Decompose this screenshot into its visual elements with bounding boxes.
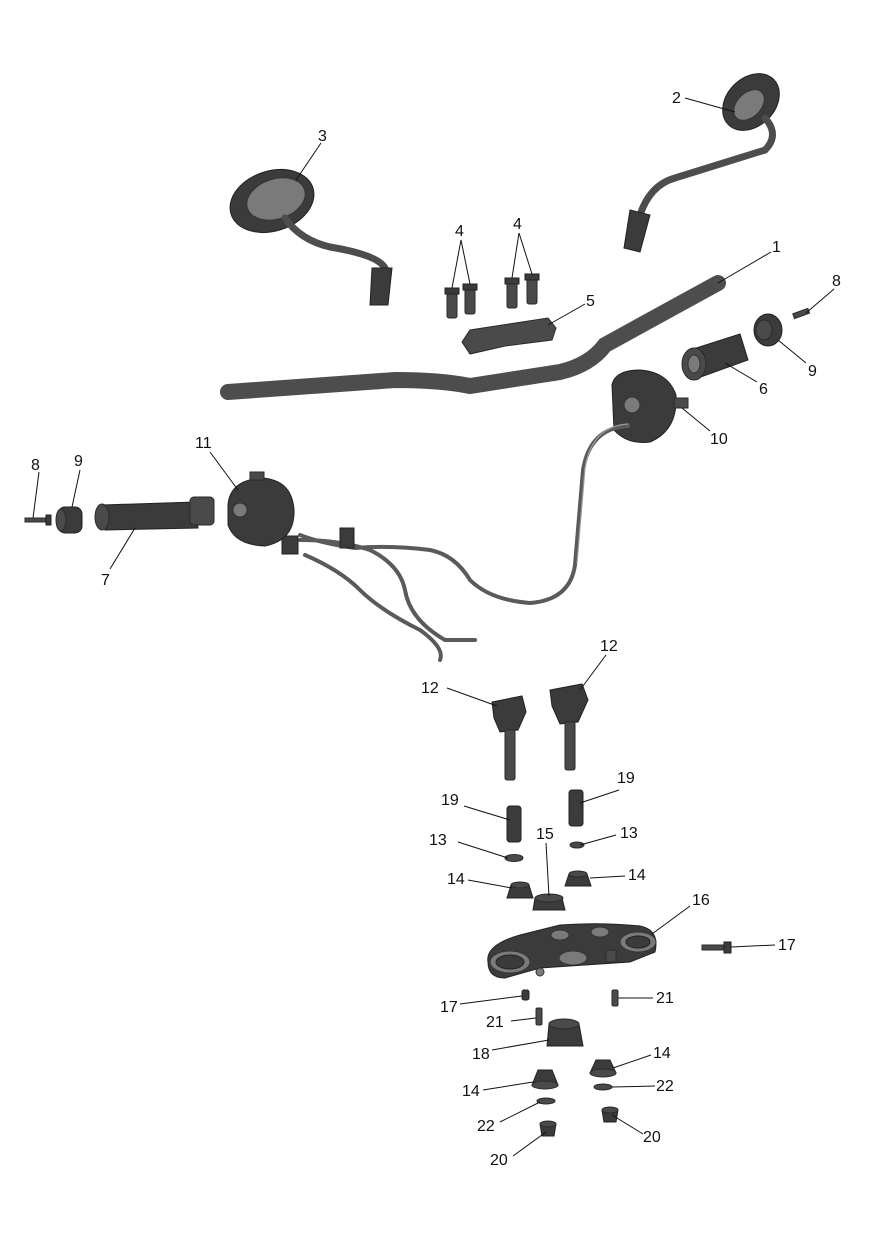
part-lower-nuts <box>539 1106 619 1137</box>
part-left-mirror <box>229 169 393 306</box>
part-handlebar-risers <box>491 683 589 781</box>
part-washers <box>504 841 585 862</box>
callout-11: 11 <box>195 435 212 452</box>
part-right-mirror <box>623 73 780 253</box>
callout-18: 18 <box>472 1046 490 1063</box>
callout-19a: 19 <box>441 792 459 809</box>
part-riser-bushes <box>506 789 584 843</box>
part-right-switch-housing <box>611 369 689 443</box>
callout-14b: 14 <box>628 867 646 884</box>
callout-6: 6 <box>759 381 768 398</box>
part-right-bar-end <box>753 313 783 347</box>
part-left-switch-housing <box>227 471 295 547</box>
part-pinch-bolts <box>521 941 732 1001</box>
callout-4b: 4 <box>513 216 522 233</box>
callout-15: 15 <box>536 826 554 843</box>
part-clamp-bolts <box>444 273 540 319</box>
callout-17a: 17 <box>778 937 796 954</box>
callout-1: 1 <box>772 239 781 256</box>
callout-13b: 13 <box>620 825 638 842</box>
callout-22b: 22 <box>656 1078 674 1095</box>
part-stem-nut <box>532 893 566 911</box>
part-left-screw <box>24 514 52 526</box>
part-wiring-harness <box>281 423 630 662</box>
callout-20a: 20 <box>490 1152 508 1169</box>
callout-9b: 9 <box>808 363 817 380</box>
callout-2: 2 <box>672 90 681 107</box>
callout-21a: 21 <box>486 1014 504 1031</box>
callout-22a: 22 <box>477 1118 495 1135</box>
part-lower-rubbers <box>531 1059 617 1090</box>
part-spacer <box>546 1018 584 1047</box>
callout-12b: 12 <box>600 638 618 655</box>
part-upper-rubbers <box>506 870 592 899</box>
part-top-yoke <box>487 923 657 979</box>
part-handlebar-clamp <box>461 317 557 355</box>
part-right-screw <box>792 307 811 320</box>
callout-16: 16 <box>692 892 710 909</box>
callout-21b: 21 <box>656 990 674 1007</box>
callout-13a: 13 <box>429 832 447 849</box>
callout-20b: 20 <box>643 1129 661 1146</box>
callout-9a: 9 <box>74 453 83 470</box>
callout-14c: 14 <box>653 1045 671 1062</box>
callout-10: 10 <box>710 431 728 448</box>
part-left-grip <box>94 496 215 531</box>
part-lower-washers <box>536 1083 613 1105</box>
part-dowels <box>535 989 619 1026</box>
callout-8b: 8 <box>832 273 841 290</box>
part-left-bar-end <box>55 506 83 534</box>
part-right-grip <box>681 333 749 381</box>
callout-8a: 8 <box>31 457 40 474</box>
callout-12a: 12 <box>421 680 439 697</box>
callout-5: 5 <box>586 293 595 310</box>
callout-4a: 4 <box>455 223 464 240</box>
part-handlebar <box>220 275 726 400</box>
callout-17b: 17 <box>440 999 458 1016</box>
callout-14d: 14 <box>462 1083 480 1100</box>
callout-labels: 1 2 3 4 4 5 6 7 8 8 9 9 10 11 12 12 13 1… <box>31 90 841 1169</box>
callout-3: 3 <box>318 128 327 145</box>
callout-7: 7 <box>101 572 110 589</box>
callout-19b: 19 <box>617 770 635 787</box>
callout-14a: 14 <box>447 871 465 888</box>
leader-lines <box>32 97 835 1157</box>
